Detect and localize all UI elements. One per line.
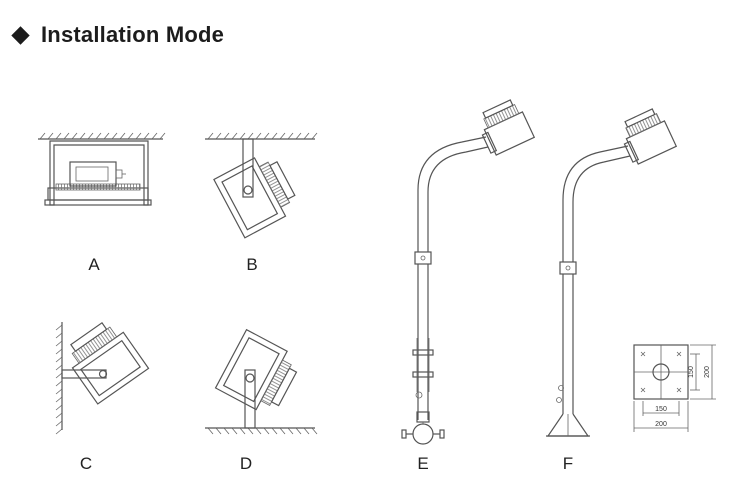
label-d: D <box>240 454 252 473</box>
label-f: F <box>563 454 573 473</box>
mount-f-pole-base <box>546 108 678 437</box>
mount-d-floor <box>205 328 318 435</box>
section-header: Installation Mode <box>11 22 225 48</box>
base-plate-drawing <box>633 344 716 432</box>
mount-e-pole-clamp <box>401 99 536 445</box>
mount-b-ceiling-tilted <box>205 132 318 239</box>
label-c: C <box>80 454 92 473</box>
dim-outer-horizontal: 200 <box>655 421 667 428</box>
mount-a-ceiling <box>38 132 166 206</box>
label-b: B <box>246 255 257 274</box>
page-title: Installation Mode <box>41 22 225 47</box>
mount-c-wall <box>55 322 150 435</box>
dim-outer-vertical: 200 <box>704 366 711 378</box>
label-a: A <box>88 255 100 274</box>
label-e: E <box>417 454 428 473</box>
dim-inner-horizontal: 150 <box>655 406 667 413</box>
dim-inner-vertical: 150 <box>688 366 695 378</box>
